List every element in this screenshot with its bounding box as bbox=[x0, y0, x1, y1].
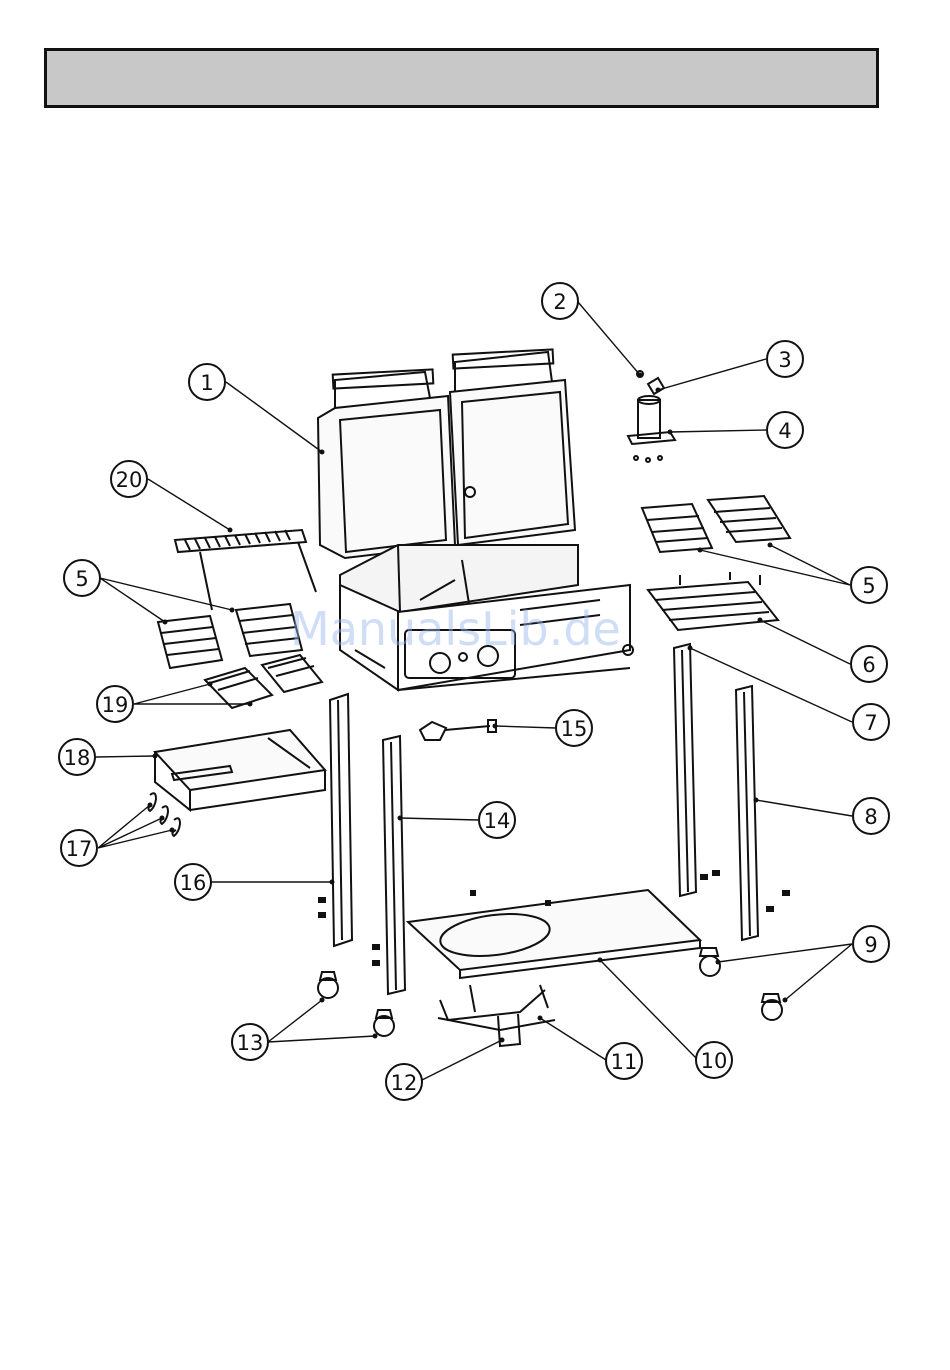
callout-18: 18 bbox=[59, 739, 95, 775]
svg-text:1: 1 bbox=[200, 371, 213, 395]
callout-13: 13 bbox=[232, 1024, 268, 1060]
cooking-grates-right bbox=[642, 496, 790, 552]
cooking-grates-left bbox=[158, 604, 302, 668]
bottom-shelf bbox=[408, 890, 700, 978]
svg-text:6: 6 bbox=[862, 653, 875, 677]
svg-text:7: 7 bbox=[864, 711, 877, 735]
callout-10: 10 bbox=[696, 1042, 732, 1078]
callout-3: 3 bbox=[767, 341, 803, 377]
tool-hooks bbox=[148, 793, 180, 836]
svg-text:18: 18 bbox=[64, 746, 91, 770]
svg-text:4: 4 bbox=[778, 419, 791, 443]
svg-text:12: 12 bbox=[391, 1071, 418, 1095]
regulator-parts bbox=[628, 371, 675, 462]
svg-text:17: 17 bbox=[66, 837, 93, 861]
callout-19: 19 bbox=[97, 686, 133, 722]
svg-text:13: 13 bbox=[237, 1031, 264, 1055]
svg-text:8: 8 bbox=[864, 805, 877, 829]
svg-text:19: 19 bbox=[102, 693, 129, 717]
svg-text:16: 16 bbox=[180, 871, 207, 895]
tank-holder bbox=[438, 985, 555, 1046]
heat-plates bbox=[205, 655, 322, 708]
callout-12: 12 bbox=[386, 1064, 422, 1100]
watermark: ManualsLib.de bbox=[290, 602, 621, 656]
callout-4: 4 bbox=[767, 412, 803, 448]
svg-text:5: 5 bbox=[862, 574, 875, 598]
svg-text:14: 14 bbox=[484, 809, 511, 833]
callout-11: 11 bbox=[606, 1043, 642, 1079]
callout-1: 1 bbox=[189, 364, 225, 400]
callout-5-left: 5 bbox=[64, 560, 100, 596]
callout-8: 8 bbox=[853, 798, 889, 834]
svg-text:3: 3 bbox=[778, 348, 791, 372]
callout-15: 15 bbox=[556, 710, 592, 746]
callout-6: 6 bbox=[851, 646, 887, 682]
callout-14: 14 bbox=[479, 802, 515, 838]
svg-text:15: 15 bbox=[561, 717, 588, 741]
svg-text:2: 2 bbox=[553, 290, 566, 314]
warming-rack bbox=[175, 530, 316, 610]
callout-20: 20 bbox=[111, 461, 147, 497]
callout-5-right: 5 bbox=[851, 567, 887, 603]
svg-text:5: 5 bbox=[75, 567, 88, 591]
callout-7: 7 bbox=[853, 704, 889, 740]
callout-9: 9 bbox=[853, 926, 889, 962]
gas-hose bbox=[420, 720, 496, 740]
svg-text:9: 9 bbox=[864, 933, 877, 957]
svg-text:20: 20 bbox=[116, 468, 143, 492]
callout-16: 16 bbox=[175, 864, 211, 900]
side-shelf bbox=[155, 730, 325, 810]
callout-2: 2 bbox=[542, 283, 578, 319]
callout-17: 17 bbox=[61, 830, 97, 866]
svg-text:10: 10 bbox=[701, 1049, 728, 1073]
svg-text:11: 11 bbox=[611, 1050, 638, 1074]
